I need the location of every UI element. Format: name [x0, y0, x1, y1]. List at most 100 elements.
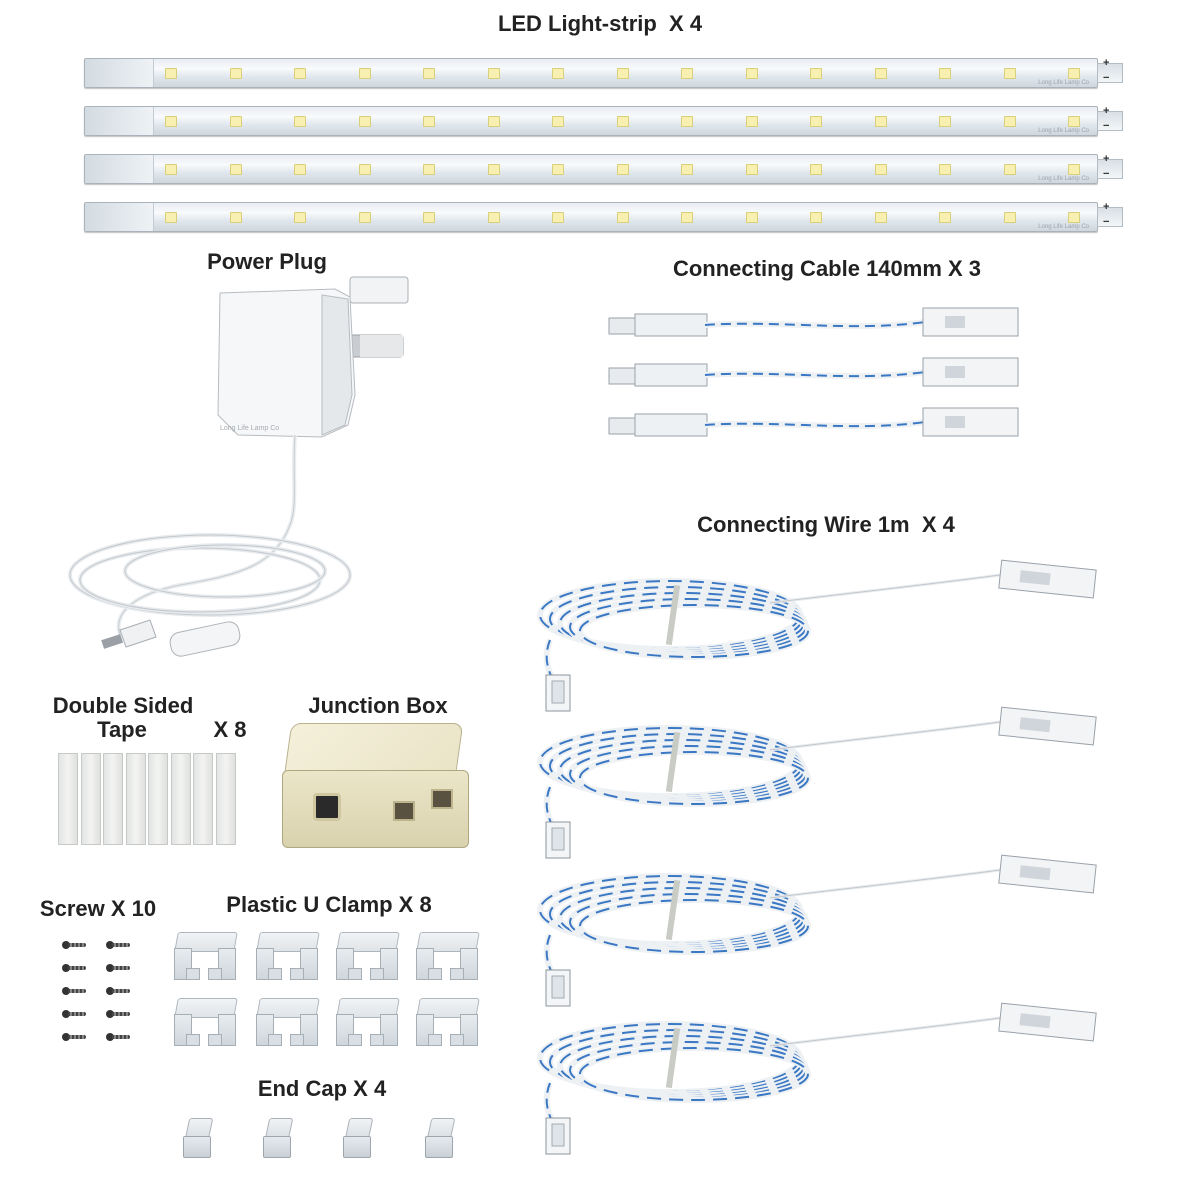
led-chip-icon	[1068, 116, 1080, 127]
screw-head	[106, 987, 114, 995]
end-cap-base	[183, 1136, 211, 1158]
clamp-foot	[290, 968, 304, 980]
screw-icon	[106, 987, 132, 995]
led-chip-icon	[165, 68, 177, 79]
end-cap-icon	[183, 1118, 214, 1158]
led-chip-icon	[939, 116, 951, 127]
connecting-wire	[537, 1002, 1097, 1155]
led-chip-icon	[294, 164, 306, 175]
clamp-foot	[370, 1034, 384, 1046]
adapter-brand-text: Long Life Lamp Co	[220, 425, 279, 432]
led-chip-icon	[1003, 212, 1016, 223]
dc-jack-icon	[313, 793, 341, 821]
screw-head	[62, 941, 70, 949]
led-chip-icon	[358, 164, 371, 175]
clamp-foot	[268, 968, 282, 980]
plus-sign: +	[1103, 201, 1110, 213]
minus-sign: −	[1103, 72, 1110, 84]
connecting-wire	[537, 706, 1097, 859]
port-icon	[431, 789, 453, 809]
led-chip-icon	[745, 212, 758, 223]
connecting-cable	[608, 407, 1019, 437]
clamp-leg	[218, 1014, 236, 1046]
u-clamp-icon	[254, 932, 320, 980]
clamp-foot	[186, 968, 200, 980]
clamp-foot	[268, 1034, 282, 1046]
led-chip-icon	[939, 212, 951, 223]
led-chip-icon	[874, 212, 887, 223]
led-strip-title: LED Light-strip X 4	[497, 11, 703, 36]
connecting-wire	[537, 559, 1097, 712]
connecting-wire	[537, 854, 1097, 1007]
screw-head	[106, 941, 114, 949]
screw-head	[62, 1033, 70, 1041]
screw-icon	[106, 964, 132, 972]
u-clamp-icon	[172, 998, 238, 1046]
connecting-cable	[608, 357, 1019, 387]
led-chip-icon	[487, 116, 500, 127]
led-chip-icon	[487, 212, 500, 223]
led-chip-icon	[874, 116, 887, 127]
end-cap-icon	[263, 1118, 294, 1158]
led-chip-icon	[552, 68, 564, 79]
clamp-foot	[450, 968, 464, 980]
led-chip-icon	[939, 164, 951, 175]
led-chip-icon	[874, 68, 887, 79]
strip-end-icon	[85, 203, 154, 231]
led-chip-icon	[681, 68, 693, 79]
strip-end-icon	[85, 59, 154, 87]
led-chip-icon	[616, 116, 629, 127]
tape-strip	[215, 753, 236, 845]
led-chip-icon	[681, 212, 693, 223]
led-chip-icon	[294, 116, 306, 127]
led-chip-icon	[810, 116, 822, 127]
led-chip-icon	[423, 68, 435, 79]
strip-brand-text: Long Life Lamp Co	[1038, 80, 1089, 86]
clamp-title: Plastic U Clamp X 8	[226, 892, 432, 917]
screw-shaft	[112, 966, 130, 970]
screw-icon	[62, 964, 88, 972]
clamp-leg	[300, 1014, 318, 1046]
screw-shaft	[112, 989, 130, 993]
u-clamp-icon	[414, 998, 480, 1046]
u-clamp-icon	[172, 932, 238, 980]
led-chip-icon	[165, 212, 177, 223]
clamp-leg	[380, 948, 398, 980]
strip-brand-text: Long Life Lamp Co	[1038, 176, 1089, 182]
led-chip-icon	[745, 164, 758, 175]
end-cap-icon	[425, 1118, 456, 1158]
strip-connector-pin	[1097, 63, 1123, 83]
screw-head	[62, 987, 70, 995]
clamp-foot	[186, 1034, 200, 1046]
led-chip-icon	[165, 116, 177, 127]
screw-title: Screw X 10	[39, 896, 157, 921]
minus-sign: −	[1103, 216, 1110, 228]
screw-shaft	[112, 1012, 130, 1016]
led-chip-icon	[229, 164, 242, 175]
screw-icon	[106, 1033, 132, 1041]
junction-box-title: Junction Box	[308, 693, 448, 718]
led-chip-icon	[423, 164, 435, 175]
screw-head	[106, 1033, 114, 1041]
led-chip-icon	[358, 68, 371, 79]
led-chip-icon	[229, 116, 242, 127]
screw-icon	[106, 941, 132, 949]
led-chip-icon	[681, 116, 693, 127]
power-plug-title: Power Plug	[207, 249, 327, 274]
led-chip-icon	[552, 212, 564, 223]
led-chip-icon	[745, 116, 758, 127]
led-chip-icon	[487, 164, 500, 175]
port-icon	[393, 801, 415, 821]
plus-sign: +	[1103, 57, 1110, 69]
minus-sign: −	[1103, 120, 1110, 132]
led-strip: Long Life Lamp Co	[84, 106, 1098, 136]
led-chip-icon	[616, 212, 629, 223]
screw-head	[62, 964, 70, 972]
led-chip-icon	[358, 212, 371, 223]
connecting-wire-title: Connecting Wire 1m X 4	[697, 512, 955, 537]
led-chip-icon	[810, 164, 822, 175]
led-strip: Long Life Lamp Co	[84, 58, 1098, 88]
end-cap-base	[263, 1136, 291, 1158]
u-clamp-icon	[414, 932, 480, 980]
led-chip-icon	[1068, 164, 1080, 175]
